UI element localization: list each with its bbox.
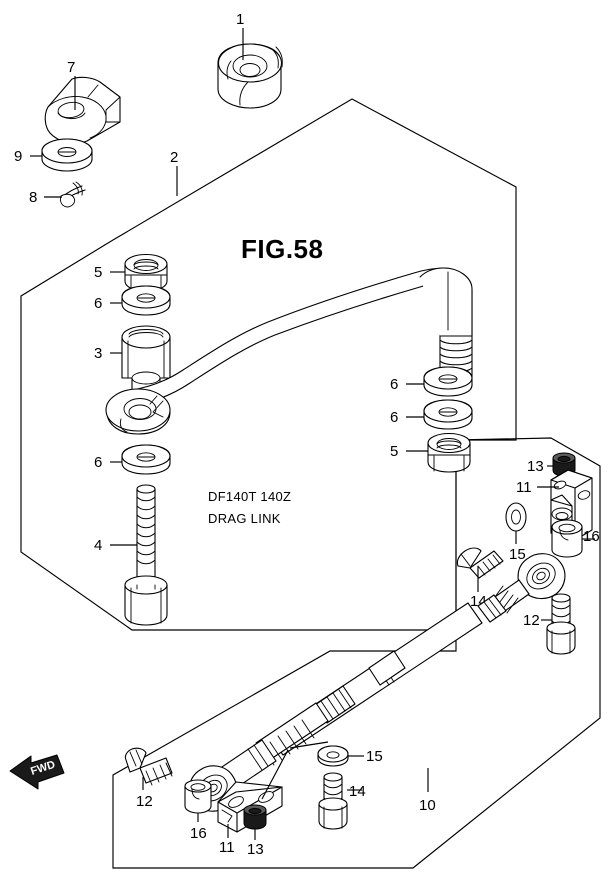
callout-11-upper: 11: [516, 479, 559, 496]
callout-1: 1: [236, 11, 244, 60]
callout-8: 8: [29, 189, 62, 206]
callout-label-7: 7: [67, 59, 75, 76]
figure-title: FIG.58: [241, 234, 323, 264]
part-2-drag-link: [105, 267, 473, 435]
part-4-long-bolt: [124, 484, 168, 626]
callout-13-lower: 13: [247, 829, 264, 858]
part-6-washer-upper-left: [121, 285, 171, 316]
part-14-bolt-lower: [318, 772, 348, 830]
callout-label-8: 8: [29, 189, 37, 206]
part-12-bolt-upper: [546, 593, 576, 655]
part-11-bracket-upper: [550, 469, 593, 541]
upper-frame-polygon: [20, 98, 517, 631]
callout-10: 10: [419, 768, 436, 814]
part-1-bushing: [217, 43, 283, 109]
shank-threads-left: [261, 719, 315, 766]
callout-label-10: 10: [419, 797, 436, 814]
assembly-line: DRAG LINK: [208, 511, 281, 526]
callout-label-5a: 5: [94, 264, 102, 281]
callout-label-14b: 14: [349, 783, 366, 800]
callout-6-right-lower: 6: [390, 409, 424, 426]
callout-label-13a: 13: [527, 458, 544, 475]
bolt-threads-12b: [145, 762, 173, 786]
callout-12-lower: 12: [136, 777, 153, 810]
callout-15-lower: 15: [348, 748, 383, 765]
callout-15-upper: 15: [509, 531, 526, 563]
shank-threads-right: [491, 585, 519, 614]
part-14-bolt-upper: [456, 547, 504, 579]
callout-16-lower: 16: [190, 813, 207, 842]
callout-14-lower: 14: [347, 783, 366, 800]
callout-label-11b: 11: [219, 839, 235, 856]
part-15-washer-lower: [317, 745, 349, 767]
model-line: DF140T 140Z: [208, 489, 291, 504]
callout-2: 2: [170, 149, 178, 196]
callout-label-3: 3: [94, 345, 102, 362]
part-8-cotter-pin: [60, 181, 86, 208]
part-7-steering-arm: [44, 76, 121, 144]
callout-label-16b: 16: [190, 825, 207, 842]
part-15-washer-upper: [505, 502, 527, 532]
part-9-washer: [41, 138, 93, 172]
callout-label-6d: 6: [390, 409, 398, 426]
part-10-tie-rod: [188, 553, 566, 812]
callout-3: 3: [94, 345, 122, 362]
callout-label-9: 9: [14, 148, 22, 165]
callout-label-1: 1: [236, 11, 244, 28]
part-16-bushing-upper: [551, 519, 583, 558]
callout-label-13b: 13: [247, 841, 264, 858]
part-6-washer-right-upper: [423, 366, 473, 397]
callout-16-upper: 16: [582, 528, 600, 545]
callout-9: 9: [14, 148, 42, 165]
callout-label-16a: 16: [583, 528, 600, 545]
callout-4: 4: [94, 537, 137, 554]
bolt-threads: [136, 496, 156, 565]
callout-label-5b: 5: [390, 443, 398, 460]
callout-label-11a: 11: [516, 479, 532, 496]
bolt-threads-14a: [477, 554, 501, 576]
callout-label-15b: 15: [366, 748, 383, 765]
callout-6-right-upper: 6: [390, 376, 424, 393]
callout-label-15a: 15: [509, 546, 526, 563]
callout-11-lower: 11: [219, 824, 235, 856]
part-5-nut-right: [427, 432, 471, 473]
callout-label-6c: 6: [390, 376, 398, 393]
callout-12-upper: 12: [523, 612, 552, 629]
callout-label-12a: 12: [523, 612, 540, 629]
callout-13-upper: 13: [527, 458, 553, 475]
part-6-washer-right-lower: [423, 399, 473, 430]
fwd-arrow: FWD: [9, 754, 65, 790]
callout-7: 7: [67, 59, 76, 110]
callout-5-upper: 5: [94, 264, 125, 281]
callout-6-lower-left: 6: [94, 454, 122, 471]
callout-label-2: 2: [170, 149, 178, 166]
callout-6-upper-left: 6: [94, 295, 122, 312]
part-12-bolt-lower: [124, 747, 173, 786]
callout-label-4: 4: [94, 537, 102, 554]
part-16-bushing-lower: [184, 779, 212, 814]
part-6-washer-lower-left: [121, 444, 171, 475]
callout-5-right: 5: [390, 443, 428, 460]
callout-label-6a: 6: [94, 295, 102, 312]
callout-label-6b: 6: [94, 454, 102, 471]
callout-label-12b: 12: [136, 793, 153, 810]
assembly-connector-lines: [261, 741, 329, 800]
part-13-nut-lower: [243, 804, 267, 830]
lower-frame-polygon: [112, 437, 601, 869]
